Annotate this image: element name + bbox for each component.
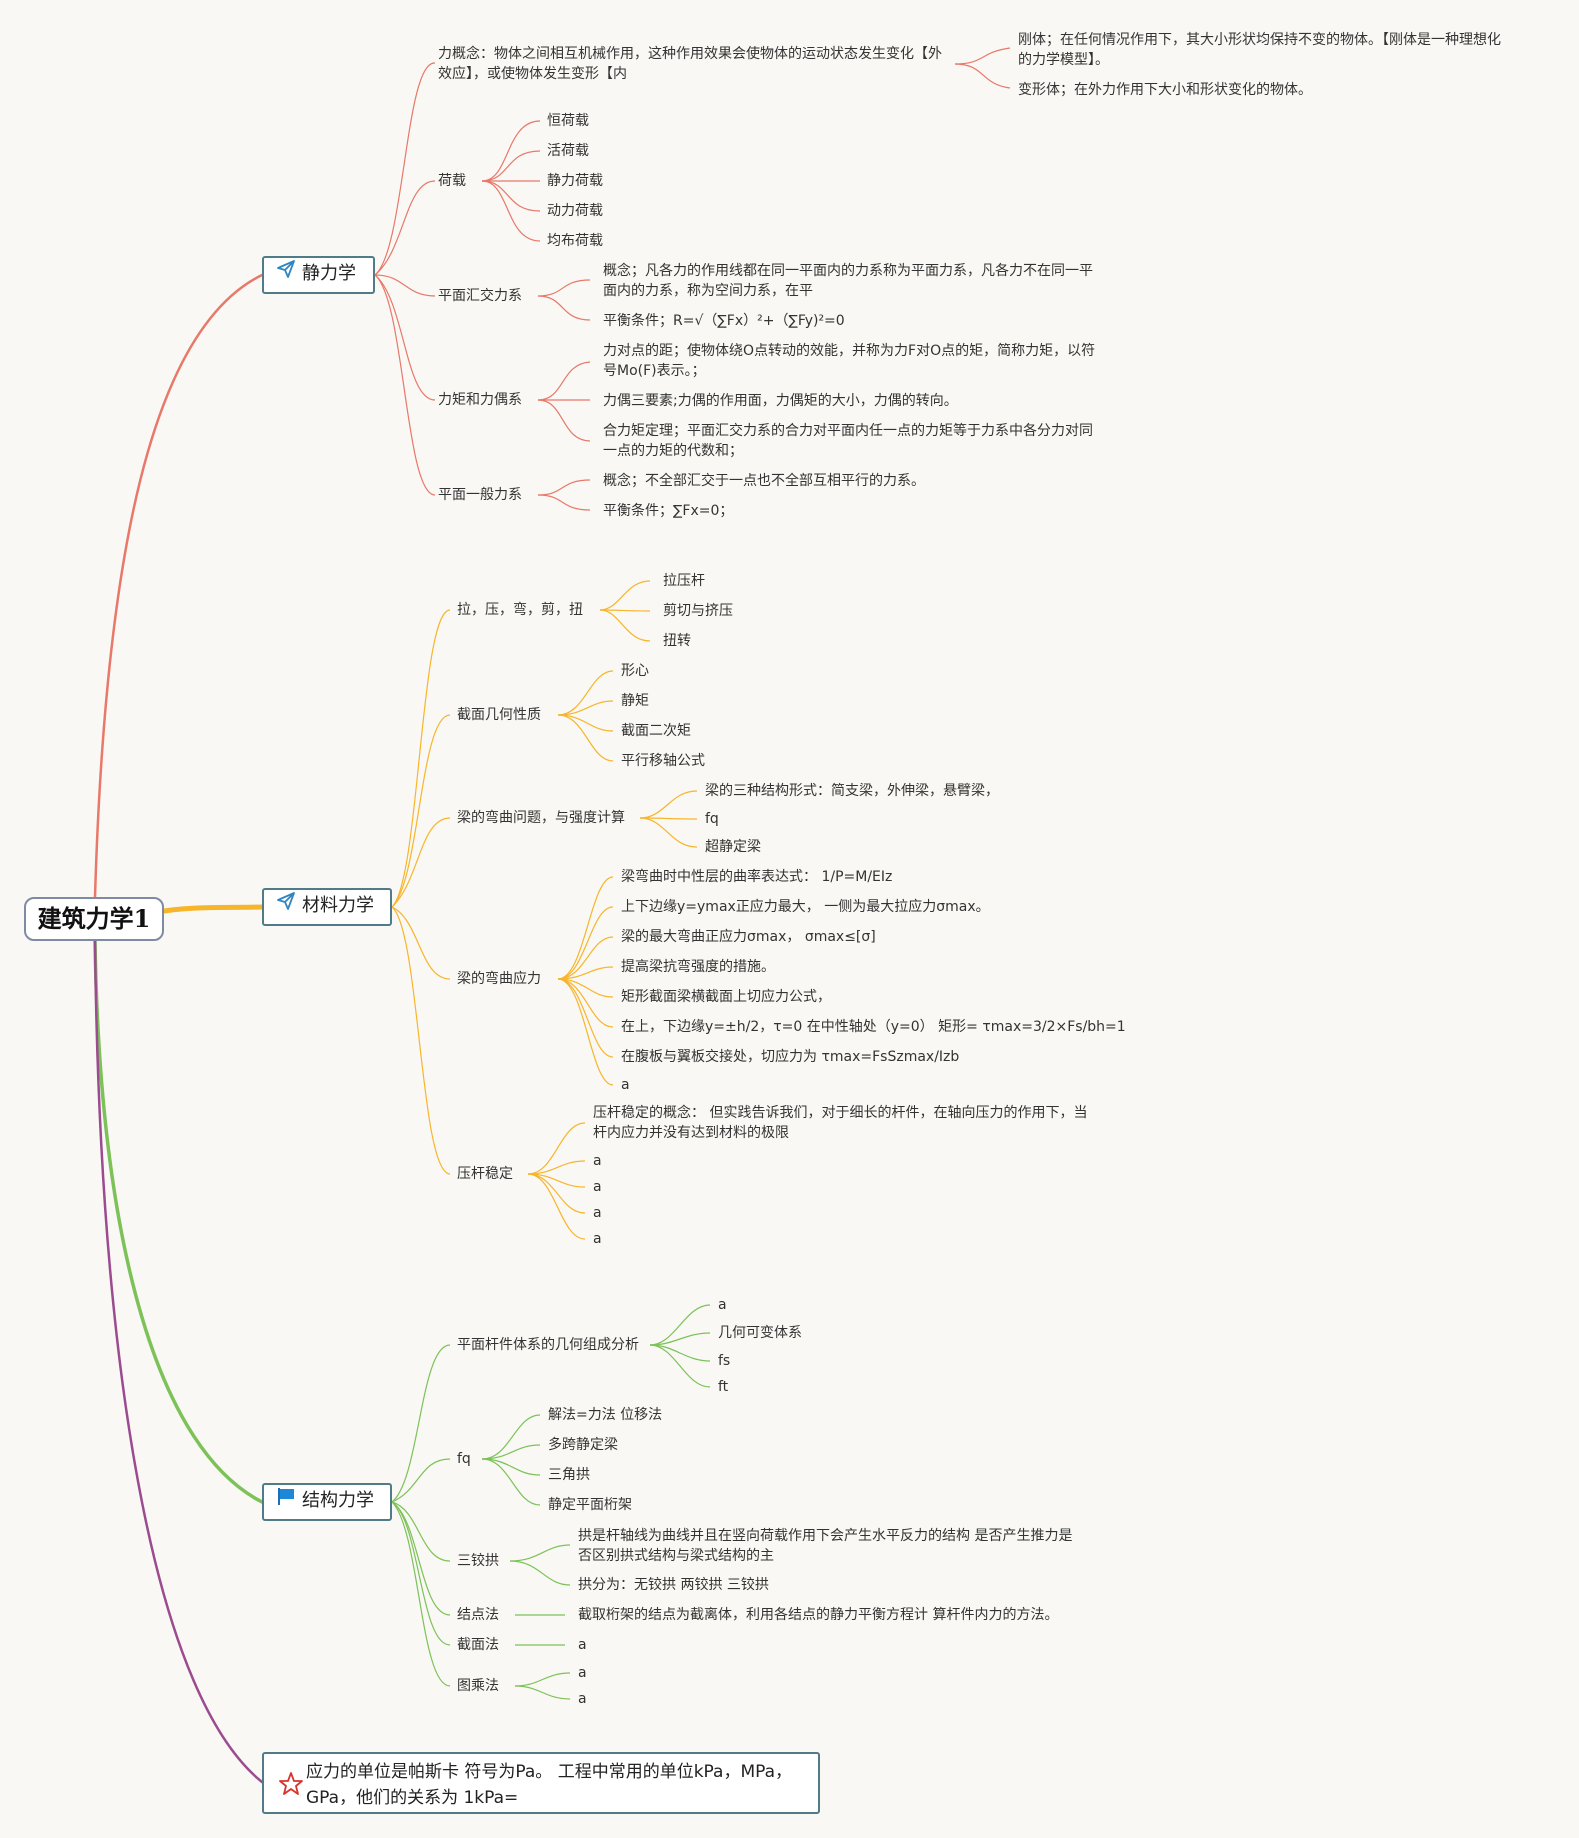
node-moment-couple[interactable]: 力矩和力偶系: [438, 392, 522, 408]
geometry-item[interactable]: fs: [718, 1353, 731, 1369]
bending-stress-item[interactable]: a: [621, 1077, 630, 1093]
load-item[interactable]: 均布荷载: [547, 233, 603, 249]
bending-problem-item[interactable]: fq: [705, 811, 719, 827]
geometry-item[interactable]: 几何可变体系: [718, 1325, 802, 1341]
section-method-item[interactable]: a: [578, 1637, 587, 1653]
geometry-item[interactable]: a: [718, 1297, 727, 1313]
edge-root-note: [93, 939, 264, 1784]
bending-stress-item[interactable]: 在腹板与翼板交接处，切应力为 τmax=FsSzmax/Izb: [621, 1049, 960, 1065]
node-rigid-body[interactable]: 刚体；在任何情况作用下，其大小形状均保持不变的物体。【刚体是一种理想化的力学模型…: [1018, 32, 1501, 68]
branch-statics[interactable]: 静力学: [262, 256, 375, 294]
fq-item[interactable]: 解法=力法 位移法: [548, 1407, 663, 1423]
node-bending-stress[interactable]: 梁的弯曲应力: [457, 971, 541, 987]
geometry-item[interactable]: ft: [718, 1379, 729, 1395]
node-concurrent-force[interactable]: 平面汇交力系: [438, 288, 522, 304]
node-bending-problem[interactable]: 梁的弯曲问题，与强度计算: [457, 810, 625, 826]
graph-item[interactable]: a: [578, 1665, 587, 1681]
moment-item[interactable]: 力偶三要素;力偶的作用面，力偶矩的大小，力偶的转向。: [603, 393, 958, 409]
stability-item[interactable]: a: [593, 1153, 602, 1169]
node-force-concept[interactable]: 力概念：物体之间相互机械作用，这种作用效果会使物体的运动状态发生变化【外效应】，…: [438, 46, 942, 82]
section-item[interactable]: 形心: [621, 663, 649, 679]
arch-item[interactable]: 拱是杆轴线为曲线并且在竖向荷载作用下会产生水平反力的结构 是否产生推力是否区别拱…: [578, 1528, 1073, 1564]
basic-item[interactable]: 扭转: [663, 633, 691, 649]
fq-item[interactable]: 三角拱: [548, 1467, 590, 1483]
stability-item[interactable]: a: [593, 1205, 602, 1221]
concurrent-item[interactable]: 概念；凡各力的作用线都在同一平面内的力系称为平面力系，凡各力不在同一平面内的力系…: [603, 263, 1093, 299]
bending-problem-item[interactable]: 超静定梁: [705, 839, 761, 855]
node-basic-deformation[interactable]: 拉，压，弯，剪，扭: [457, 602, 583, 618]
load-item[interactable]: 活荷载: [547, 143, 589, 159]
stress-unit-text: 应力的单位是帕斯卡 符号为Pa。 工程中常用的单位kPa，MPa，GPa，他们的…: [306, 1762, 793, 1808]
stability-item[interactable]: a: [593, 1231, 602, 1247]
bending-stress-item[interactable]: 梁弯曲时中性层的曲率表达式： 1/P=M/EIz: [621, 869, 893, 885]
stability-item[interactable]: a: [593, 1179, 602, 1195]
stability-item[interactable]: 压杆稳定的概念： 但实践告诉我们，对于细长的杆件，在轴向压力的作用下，当杆内应力…: [593, 1105, 1088, 1141]
flag-icon: [276, 1485, 296, 1517]
node-section-property[interactable]: 截面几何性质: [457, 707, 541, 723]
load-item[interactable]: 恒荷载: [547, 113, 589, 129]
bending-stress-item[interactable]: 提高梁抗弯强度的措施。: [621, 959, 775, 975]
general-item[interactable]: 概念；不全部汇交于一点也不全部互相平行的力系。: [603, 473, 925, 489]
branch-materials[interactable]: 材料力学: [262, 888, 392, 926]
fq-item[interactable]: 多跨静定梁: [548, 1437, 618, 1453]
section-item[interactable]: 静矩: [621, 693, 649, 709]
node-joint-method[interactable]: 结点法: [457, 1607, 499, 1623]
paper-plane-icon: [276, 258, 296, 290]
moment-item[interactable]: 力对点的距；使物体绕O点转动的效能，并称为力F对O点的矩，简称力矩，以符号Mo(…: [603, 343, 1096, 379]
node-fq[interactable]: fq: [457, 1451, 471, 1467]
moment-item[interactable]: 合力矩定理；平面汇交力系的合力对平面内任一点的力矩等于力系中各分力对同一点的力矩…: [603, 423, 1093, 459]
load-item[interactable]: 静力荷载: [547, 173, 603, 189]
node-deformable-body[interactable]: 变形体；在外力作用下大小和形状变化的物体。: [1018, 82, 1312, 98]
root-topic[interactable]: 建筑力学1: [24, 897, 164, 941]
node-load[interactable]: 荷载: [438, 173, 466, 189]
bending-stress-item[interactable]: 矩形截面梁横截面上切应力公式，: [621, 989, 831, 1005]
basic-item[interactable]: 剪切与挤压: [663, 603, 733, 619]
load-item[interactable]: 动力荷载: [547, 203, 603, 219]
node-geometric-analysis[interactable]: 平面杆件体系的几何组成分析: [457, 1337, 639, 1353]
node-general-force[interactable]: 平面一般力系: [438, 487, 522, 503]
node-three-hinged-arch[interactable]: 三铰拱: [457, 1553, 499, 1569]
general-item[interactable]: 平衡条件；∑Fx=0；: [603, 503, 734, 519]
node-column-stability[interactable]: 压杆稳定: [457, 1166, 513, 1182]
fq-item[interactable]: 静定平面桁架: [548, 1497, 632, 1513]
edge-root-structure: [93, 939, 264, 1504]
node-section-method[interactable]: 截面法: [457, 1637, 499, 1653]
section-item[interactable]: 平行移轴公式: [621, 753, 705, 769]
bending-stress-item[interactable]: 梁的最大弯曲正应力σmax， σmax≤[σ]: [621, 929, 876, 945]
section-item[interactable]: 截面二次矩: [621, 723, 691, 739]
joint-item[interactable]: 截取桁架的结点为截离体，利用各结点的静力平衡方程计 算杆件内力的方法。: [578, 1607, 1059, 1623]
basic-item[interactable]: 拉压杆: [663, 573, 705, 589]
node-graph-multiplication[interactable]: 图乘法: [457, 1678, 499, 1694]
branch-structure[interactable]: 结构力学: [262, 1483, 392, 1521]
branch-statics-label: 静力学: [302, 263, 356, 284]
star-icon: [278, 1771, 304, 1805]
bending-stress-item[interactable]: 上下边缘y=ymax正应力最大， 一侧为最大拉应力σmax。: [621, 899, 990, 915]
branch-structure-label: 结构力学: [302, 1490, 374, 1511]
graph-item[interactable]: a: [578, 1691, 587, 1707]
branch-materials-label: 材料力学: [302, 895, 374, 916]
paper-plane-icon: [276, 890, 296, 922]
edge-root-statics: [93, 273, 264, 899]
branch-stress-unit-note[interactable]: 应力的单位是帕斯卡 符号为Pa。 工程中常用的单位kPa，MPa，GPa，他们的…: [262, 1752, 820, 1814]
bending-problem-item[interactable]: 梁的三种结构形式：简支梁，外伸梁，悬臂梁，: [705, 783, 999, 799]
bending-stress-item[interactable]: 在上，下边缘y=±h/2，τ=0 在中性轴处（y=0） 矩形= τmax=3/2…: [621, 1019, 1126, 1035]
edge-root-materials: [161, 904, 265, 914]
arch-item[interactable]: 拱分为：无铰拱 两铰拱 三铰拱: [578, 1577, 769, 1593]
concurrent-item[interactable]: 平衡条件；R=√（∑Fx）²+（∑Fy)²=0: [603, 313, 845, 329]
